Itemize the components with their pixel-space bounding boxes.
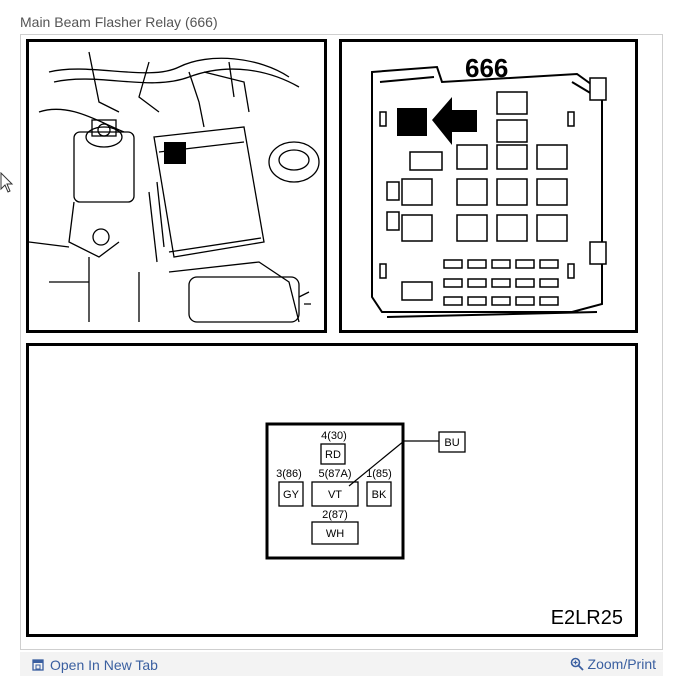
- relay-666-marker: [397, 108, 427, 136]
- bu-leader-line: [348, 440, 439, 487]
- arrow-icon: [432, 97, 477, 145]
- mouse-pointer-icon: [0, 172, 14, 193]
- wire-color-gy: GY: [283, 489, 300, 501]
- relay-box-drawing: 666: [371, 53, 607, 318]
- open-in-new-tab-icon: [32, 659, 44, 671]
- wire-color-wh: WH: [326, 528, 344, 540]
- pin-label-2: 2(87): [322, 509, 348, 521]
- wire-color-vt: VT: [328, 489, 342, 501]
- wire-color-bk: BK: [372, 489, 387, 501]
- image-footer: Open In New Tab Zoom/Print: [20, 652, 663, 676]
- diagram-frame: 666 4(30) RD 3(86) GY 5(87A) VT 1(85) BK…: [20, 34, 663, 650]
- open-in-new-tab-link[interactable]: Open In New Tab: [32, 657, 158, 673]
- relay-box-layout: 666: [339, 39, 638, 333]
- engine-bay-drawing: [29, 51, 320, 323]
- wire-color-rd: RD: [325, 449, 341, 461]
- wire-color-bu: BU: [444, 437, 459, 449]
- pin-label-1: 1(85): [366, 468, 392, 480]
- open-in-new-tab-label: Open In New Tab: [50, 657, 158, 673]
- page-title: Main Beam Flasher Relay (666): [20, 14, 218, 30]
- relay-number-label: 666: [465, 53, 508, 83]
- connector-pinout: 4(30) RD 3(86) GY 5(87A) VT 1(85) BK 2(8…: [26, 343, 638, 637]
- connector-housing: [265, 422, 405, 560]
- connector-diagram: 4(30) RD 3(86) GY 5(87A) VT 1(85) BK 2(8…: [265, 422, 623, 629]
- pin-label-3: 3(86): [276, 468, 302, 480]
- relay-location-marker: [164, 142, 186, 164]
- pin-label-5: 5(87A): [318, 468, 351, 480]
- zoom-print-link[interactable]: Zoom/Print: [570, 656, 656, 672]
- engine-bay-illustration: [26, 39, 327, 333]
- zoom-print-label: Zoom/Print: [587, 656, 656, 672]
- figure-code: E2LR25: [551, 607, 623, 629]
- zoom-icon: [570, 657, 584, 671]
- pin-label-4: 4(30): [321, 430, 347, 442]
